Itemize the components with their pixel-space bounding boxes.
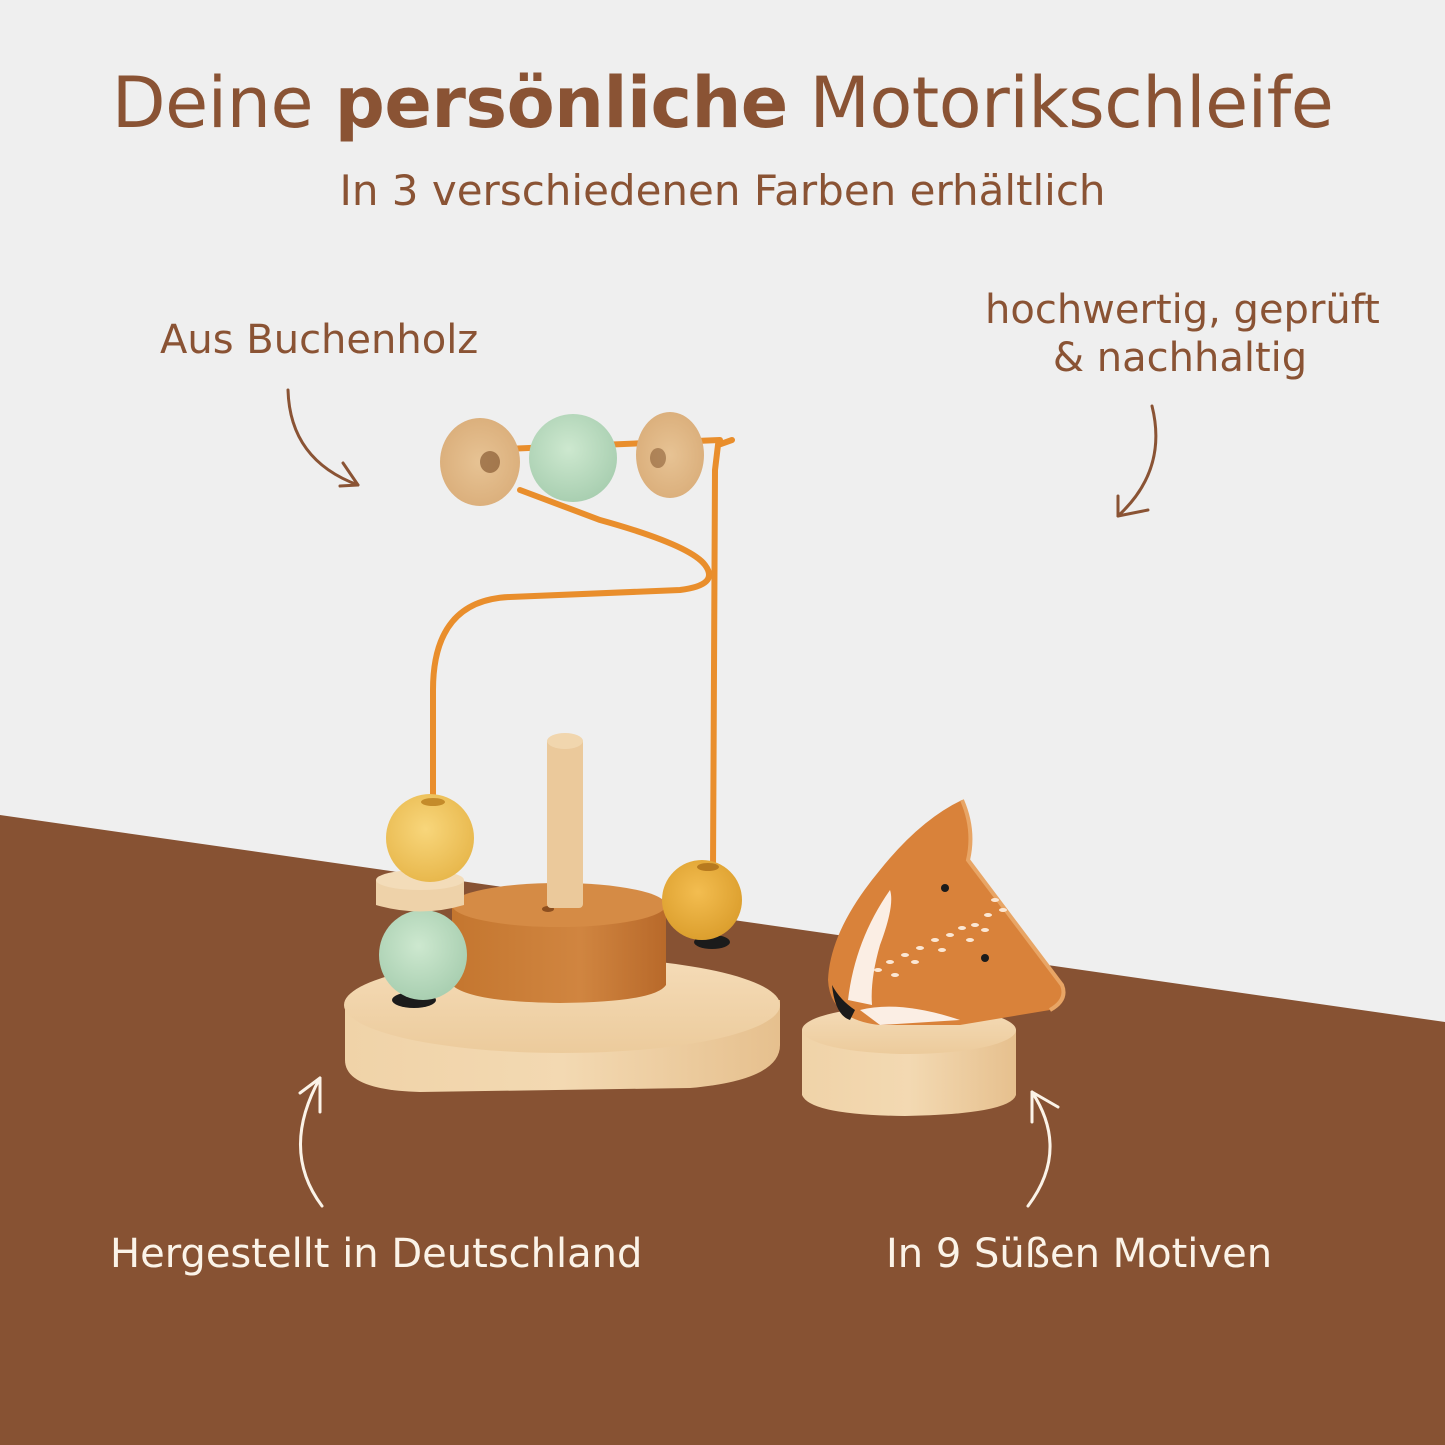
brown-surface xyxy=(0,815,1445,1445)
page-title: Deine persönliche Motorikschleife xyxy=(0,62,1445,144)
callout-material: Aus Buchenholz xyxy=(160,317,479,363)
page-subtitle: In 3 verschiedenen Farben erhältlich xyxy=(339,166,1106,215)
top-beads xyxy=(440,412,704,506)
callout-quality-line1: hochwertig, geprüft xyxy=(985,287,1380,333)
callout-origin: Hergestellt in Deutschland xyxy=(110,1231,643,1277)
callout-quality-line2: & nachhaltig xyxy=(1052,335,1308,381)
fox-figure xyxy=(828,799,1066,1025)
wooden-peg xyxy=(547,733,583,908)
left-bead-stack xyxy=(376,794,474,1008)
title-suffix: Motorikschleife xyxy=(787,62,1334,144)
title-prefix: Deine xyxy=(111,62,335,144)
callout-motifs: In 9 Süßen Motiven xyxy=(886,1231,1273,1277)
right-bead xyxy=(662,860,742,949)
title-bold: persönliche xyxy=(334,62,789,144)
callout-quality: hochwertig, geprüft & nachhaltig xyxy=(985,286,1380,382)
